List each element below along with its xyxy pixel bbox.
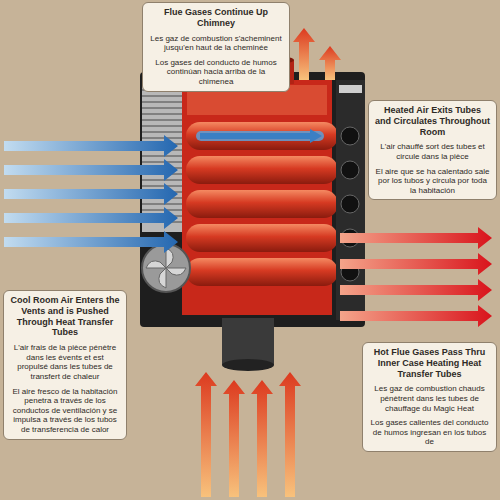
fan-blades — [146, 248, 186, 288]
outlet-hole — [341, 195, 359, 213]
flue-gas-arrow — [319, 46, 341, 80]
outlet-hole — [341, 127, 359, 145]
outlet-panel — [336, 80, 365, 320]
callout-text: L'air chauffé sort des tubes et circule … — [375, 142, 490, 161]
callout-box: Cool Room Air Enters the Vents and is Pu… — [3, 290, 127, 440]
callout-text: Les gaz de combustion chauds pénètrent d… — [369, 384, 490, 413]
callout-heading: Hot Flue Gases Pass Thru Inner Case Heat… — [369, 347, 490, 379]
callout-text: L'air frais de la pièce pénètre dans les… — [10, 343, 120, 381]
cool-air-arrow — [4, 183, 178, 205]
callout-text: Les gaz de combustion s'acheminent jusqu… — [149, 34, 283, 53]
housing — [140, 72, 365, 327]
heat-tube — [186, 122, 338, 150]
flue-pipe-end — [222, 359, 274, 371]
callout-text: Los gases calientes del conducto de humo… — [369, 418, 490, 447]
heat-tube — [186, 190, 338, 218]
cool-air-arrow — [4, 159, 178, 181]
heat-tube — [186, 224, 338, 252]
cool-air-arrow — [4, 135, 178, 157]
flue-gas-arrow — [251, 380, 273, 497]
heated-air-arrow — [340, 227, 492, 249]
callout-text: El aire que se ha calentado sale por los… — [375, 167, 490, 196]
callout-heading: Flue Gases Continue Up Chimney — [149, 7, 283, 29]
cool-air-arrow — [4, 207, 178, 229]
flue-gas-arrow — [279, 372, 301, 497]
heat-tube — [186, 258, 338, 286]
heated-air-arrow — [340, 253, 492, 275]
heated-air-arrow — [340, 279, 492, 301]
tube-air-arrow — [200, 129, 322, 143]
flue-pipe — [222, 318, 274, 365]
heat-tube — [186, 156, 338, 184]
callout-box: Flue Gases Continue Up ChimneyLes gaz de… — [142, 2, 290, 92]
logo-plate — [339, 85, 362, 93]
flue-gas-arrow — [223, 380, 245, 497]
grille-slats — [142, 90, 182, 222]
callout-box: Heated Air Exits Tubes and Circulates Th… — [368, 100, 497, 200]
cool-air-arrow — [4, 231, 178, 253]
callout-text: Los gases del conducto de humos continúa… — [149, 58, 283, 87]
flue-gas-arrow — [293, 28, 315, 80]
flue-gas-arrow — [195, 372, 217, 497]
intake-grille — [142, 82, 182, 232]
callout-heading: Heated Air Exits Tubes and Circulates Th… — [375, 105, 490, 137]
callout-box: Hot Flue Gases Pass Thru Inner Case Heat… — [362, 342, 497, 452]
outlet-hole — [341, 161, 359, 179]
callout-text: El aire fresco de la habitación penetra … — [10, 387, 120, 435]
heated-air-arrow — [340, 305, 492, 327]
callout-heading: Cool Room Air Enters the Vents and is Pu… — [10, 295, 120, 338]
